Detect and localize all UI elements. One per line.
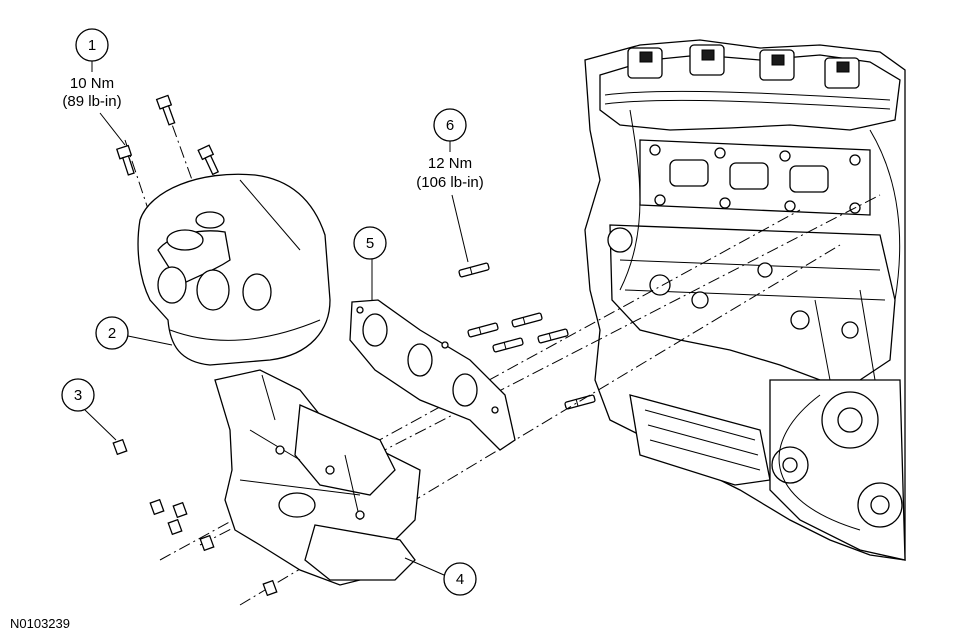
callout-2-number: 2 — [108, 325, 116, 342]
callout-6: 6 12 Nm (106 lb-in) — [416, 108, 484, 263]
bolt — [197, 144, 220, 176]
stud — [537, 328, 569, 344]
stud — [564, 394, 596, 410]
exhaust-manifold-gasket — [349, 299, 516, 451]
nut — [112, 438, 128, 456]
exhaust-manifold — [214, 369, 421, 586]
callout-1-torque-metric: 10 Nm — [70, 75, 114, 92]
engine-assembly — [584, 39, 906, 561]
manifold-studs — [458, 262, 596, 410]
callout-1-torque-imperial: (89 lb-in) — [62, 93, 121, 110]
callout-1: 1 10 Nm (89 lb-in) — [62, 28, 126, 146]
callout-6-number: 6 — [446, 117, 454, 134]
callout-5-number: 5 — [366, 235, 374, 252]
heat-shield-bolts — [116, 94, 220, 176]
callout-1-number: 1 — [88, 37, 96, 54]
stud — [511, 312, 543, 328]
figure-id: N0103239 — [10, 616, 70, 631]
stud — [492, 337, 524, 353]
stud — [458, 262, 490, 278]
callout-2: 2 — [95, 316, 173, 350]
nut — [167, 518, 183, 536]
nut — [262, 579, 278, 597]
callout-4-number: 4 — [456, 571, 464, 588]
exhaust-manifold-heat-shield — [137, 173, 331, 366]
nut — [149, 498, 165, 516]
stud — [467, 322, 499, 338]
bolt — [155, 94, 176, 126]
callout-5: 5 — [353, 226, 387, 300]
callout-3: 3 — [61, 378, 117, 441]
callout-3-number: 3 — [74, 387, 82, 404]
callout-4: 4 — [404, 557, 477, 596]
nut — [172, 501, 188, 519]
callout-6-torque-metric: 12 Nm — [428, 155, 472, 172]
callout-6-torque-imperial: (106 lb-in) — [416, 174, 484, 191]
bolt — [116, 144, 135, 176]
nut — [199, 534, 215, 552]
manifold-nuts — [112, 438, 278, 597]
